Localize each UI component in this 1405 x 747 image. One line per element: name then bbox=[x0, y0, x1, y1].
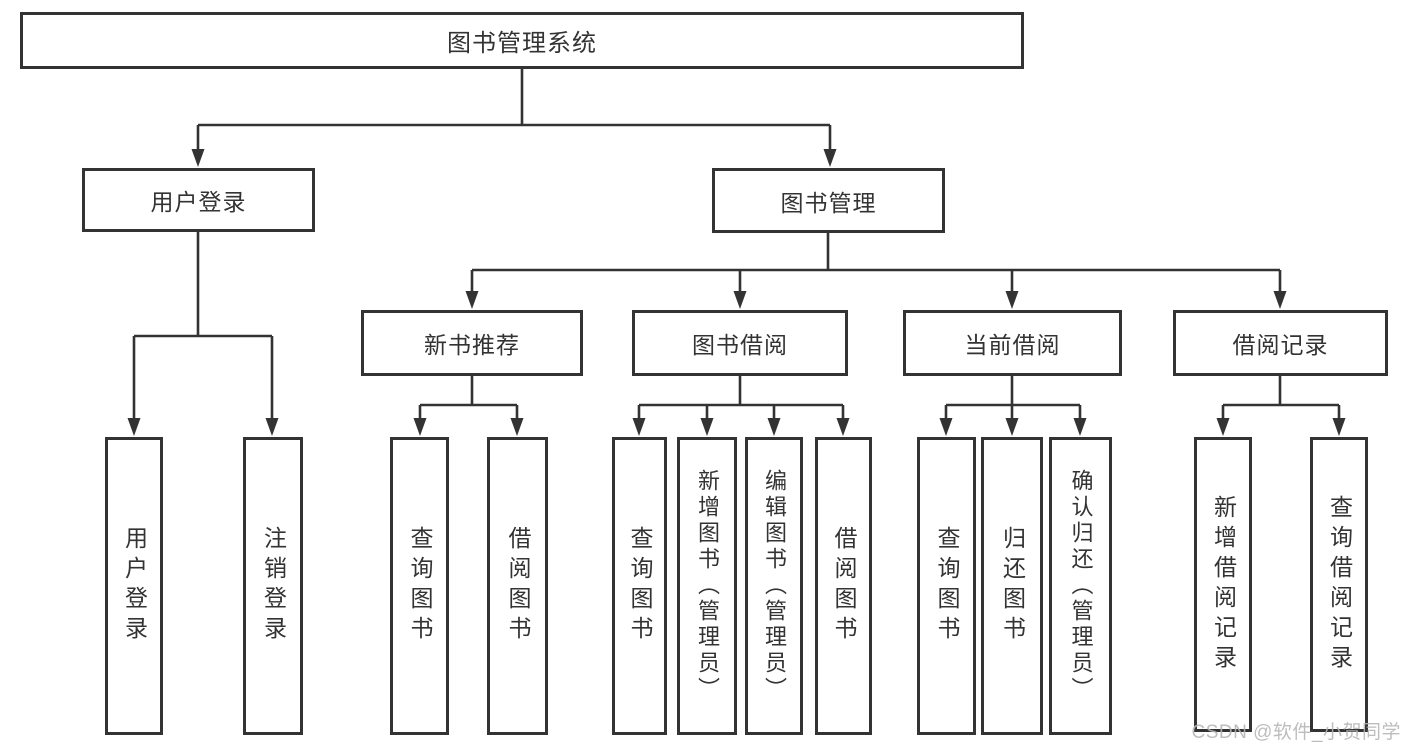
leaf-edit-books-admin: 编辑图书（管理员） bbox=[745, 437, 803, 735]
leaf-logout-label: 注销登录 bbox=[260, 526, 287, 646]
leaf-query-books-current: 查询图书 bbox=[917, 437, 976, 735]
leaf-borrow-books-recommend: 借阅图书 bbox=[487, 437, 548, 735]
leaf-confirm-return-admin-label: 确认归还（管理员） bbox=[1068, 469, 1094, 703]
leaf-query-books-recommend: 查询图书 bbox=[390, 437, 449, 735]
leaf-user-login: 用户登录 bbox=[105, 437, 163, 735]
node-book-management: 图书管理 bbox=[712, 168, 945, 233]
leaf-add-books-admin: 新增图书（管理员） bbox=[677, 437, 737, 735]
leaf-borrow-books-recommend-label: 借阅图书 bbox=[505, 526, 531, 646]
node-new-book-recommend: 新书推荐 bbox=[361, 310, 583, 376]
connector-new-book-recommend-to-leaves bbox=[413, 376, 524, 436]
watermark: CSDN @软件_小贺同学 bbox=[1191, 722, 1401, 743]
leaf-edit-books-admin-label: 编辑图书（管理员） bbox=[762, 469, 787, 703]
node-current-borrowing: 当前借阅 bbox=[903, 310, 1122, 376]
connector-book-borrowing-to-leaves bbox=[632, 376, 850, 436]
leaf-borrow-books-borrowing-label: 借阅图书 bbox=[831, 526, 857, 646]
leaf-query-books-borrowing-label: 查询图书 bbox=[627, 526, 653, 646]
connector-current-borrowing-to-leaves bbox=[939, 376, 1087, 436]
leaf-user-login-label: 用户登录 bbox=[121, 526, 148, 646]
leaf-add-borrow-record: 新增借阅记录 bbox=[1194, 437, 1252, 732]
leaf-query-books-current-label: 查询图书 bbox=[934, 526, 960, 646]
leaf-add-books-admin-label: 新增图书（管理员） bbox=[695, 469, 720, 703]
leaf-confirm-return-admin: 确认归还（管理员） bbox=[1049, 437, 1112, 735]
leaf-query-books-borrowing: 查询图书 bbox=[612, 437, 667, 735]
connector-borrowing-records-to-leaves bbox=[1216, 376, 1346, 436]
leaf-return-books-label: 归还图书 bbox=[999, 526, 1026, 646]
leaf-return-books: 归还图书 bbox=[981, 437, 1043, 735]
node-book-borrowing: 图书借阅 bbox=[632, 310, 848, 376]
connector-root-to-level1 bbox=[191, 69, 837, 167]
leaf-add-borrow-record-label: 新增借阅记录 bbox=[1210, 494, 1237, 675]
connector-user-login-to-leaves bbox=[127, 232, 279, 436]
leaf-logout: 注销登录 bbox=[243, 437, 303, 735]
leaf-query-books-recommend-label: 查询图书 bbox=[407, 526, 433, 646]
connector-book-management-to-level2 bbox=[465, 233, 1287, 309]
leaf-query-borrow-record-label: 查询借阅记录 bbox=[1326, 494, 1353, 675]
node-borrowing-records: 借阅记录 bbox=[1173, 310, 1388, 376]
leaf-query-borrow-record: 查询借阅记录 bbox=[1310, 437, 1368, 732]
node-root-library-system: 图书管理系统 bbox=[20, 12, 1024, 69]
leaf-borrow-books-borrowing: 借阅图书 bbox=[815, 437, 872, 735]
node-user-login: 用户登录 bbox=[82, 168, 315, 232]
